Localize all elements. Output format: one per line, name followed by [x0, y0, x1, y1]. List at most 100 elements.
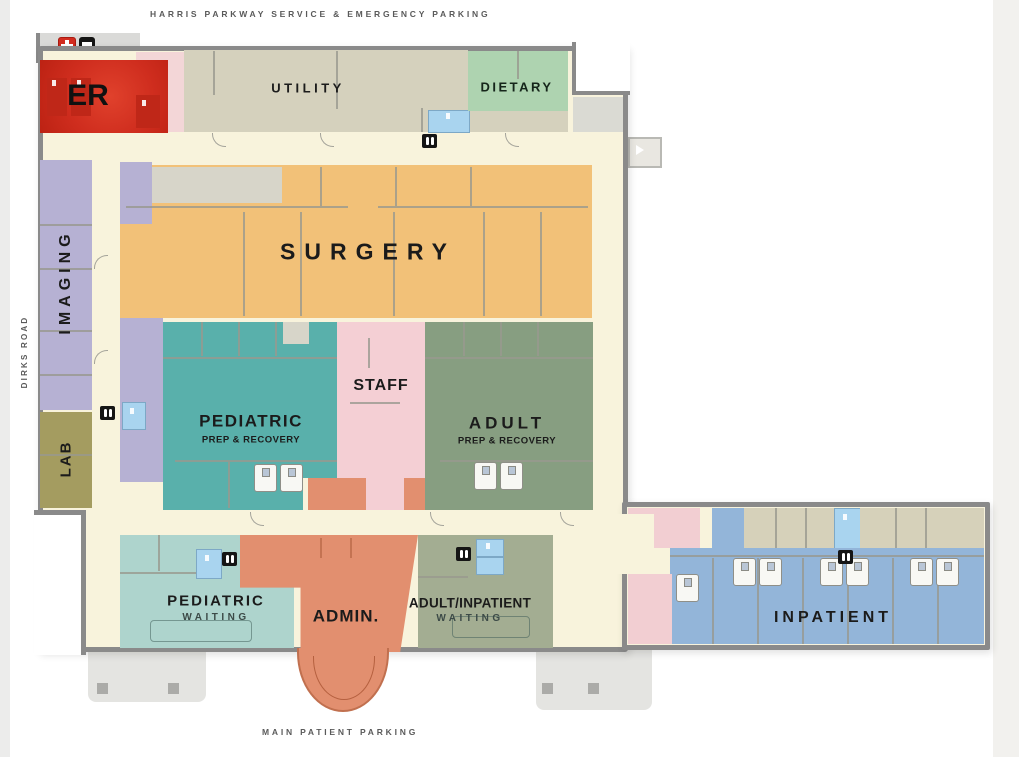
partition [368, 338, 370, 368]
er-inner-room [71, 78, 91, 116]
door-mark [130, 408, 134, 414]
partition [418, 576, 468, 578]
adult-prep-sublabel: PREP & RECOVERY [457, 435, 557, 447]
room-pediatric-prep [163, 322, 337, 478]
partition [483, 212, 485, 316]
partition [712, 558, 714, 644]
partition [320, 167, 322, 206]
partition [537, 322, 539, 356]
partition [421, 108, 423, 132]
partition [300, 212, 302, 316]
partition [440, 460, 593, 462]
door-mark [52, 80, 56, 86]
wing-tan-rooms [744, 508, 834, 548]
pediatric-prep-sublabel: PREP & RECOVERY [201, 434, 301, 446]
adult-prep-label: ADULT [468, 413, 546, 433]
canopy-column [97, 683, 108, 694]
door-mark [205, 555, 209, 561]
adult-inpatient-waiting-label: ADULT/INPATIENT [408, 595, 532, 611]
entrance-canopy-left [88, 650, 206, 702]
dietary-label: DIETARY [480, 79, 554, 95]
waiting-furniture [150, 620, 252, 642]
restroom-room [428, 110, 470, 133]
bed-icon [846, 558, 869, 586]
partition [336, 51, 338, 109]
pediatric-waiting-label: PEDIATRIC [167, 592, 265, 610]
room-lab [40, 412, 92, 508]
partition [470, 167, 472, 206]
partition [895, 508, 897, 548]
bed-icon [936, 558, 959, 586]
bed-icon [910, 558, 933, 586]
entrance-canopy-right [536, 648, 652, 710]
street-label-bottom: MAIN PATIENT PARKING [262, 727, 419, 737]
restrooms-icon [222, 552, 237, 566]
partition [40, 268, 92, 270]
wing-blue-room [712, 508, 744, 548]
restroom-room [476, 539, 504, 557]
canopy-column [542, 683, 553, 694]
partition [378, 206, 588, 208]
partition [40, 330, 92, 332]
partition [775, 508, 777, 548]
partition [802, 558, 804, 644]
partition [937, 558, 939, 644]
utility-annex [468, 110, 568, 132]
room-imaging [40, 160, 92, 410]
lavender-room [120, 162, 152, 224]
partition [350, 402, 400, 404]
exit-vestibule [628, 137, 662, 168]
bed-icon [500, 462, 523, 490]
utility-label: UTILITY [271, 80, 345, 96]
partition [201, 322, 203, 356]
bed-icon [733, 558, 756, 586]
door-mark [142, 100, 146, 106]
partition [120, 572, 196, 574]
gray-service-block [573, 97, 623, 132]
partition [847, 558, 849, 644]
door-mark [486, 543, 490, 549]
page-edge-right [993, 0, 1019, 757]
pediatric-prep-label: PEDIATRIC [199, 411, 303, 431]
gray-notch [283, 322, 309, 344]
bed-icon [474, 462, 497, 490]
restrooms-icon [456, 547, 471, 561]
partition [40, 374, 92, 376]
partition [517, 51, 519, 79]
admin-partition [320, 538, 322, 558]
partition [40, 224, 92, 226]
partition [892, 558, 894, 644]
partition [757, 558, 759, 644]
partition [540, 212, 542, 316]
bed-icon [254, 464, 277, 492]
bed-icon [676, 574, 699, 602]
restrooms-icon [838, 550, 853, 564]
restroom-room [122, 402, 146, 430]
partition [275, 322, 277, 356]
door-mark [446, 113, 450, 119]
pediatric-waiting-sublabel: WAITING [182, 612, 250, 623]
imaging-label: IMAGING [57, 229, 74, 335]
er-label: ER [67, 79, 109, 112]
partition [805, 508, 807, 548]
admin-partition [350, 538, 352, 558]
partition [213, 51, 215, 95]
partition [163, 357, 337, 359]
wing-pink-rooms [628, 574, 672, 644]
partition [238, 322, 240, 356]
partition [425, 357, 593, 359]
partition [40, 454, 92, 456]
partition [175, 460, 337, 462]
er-inner-room [47, 78, 67, 116]
partition [670, 555, 984, 557]
partition [393, 212, 395, 316]
partition [500, 322, 502, 356]
building-recess-bottom-left [34, 510, 86, 655]
restrooms-icon [422, 134, 437, 148]
staff-label: STAFF [353, 377, 409, 394]
partition [126, 206, 348, 208]
gray-rooms [152, 167, 282, 203]
room-staff [337, 322, 425, 478]
restroom-room [196, 549, 222, 579]
